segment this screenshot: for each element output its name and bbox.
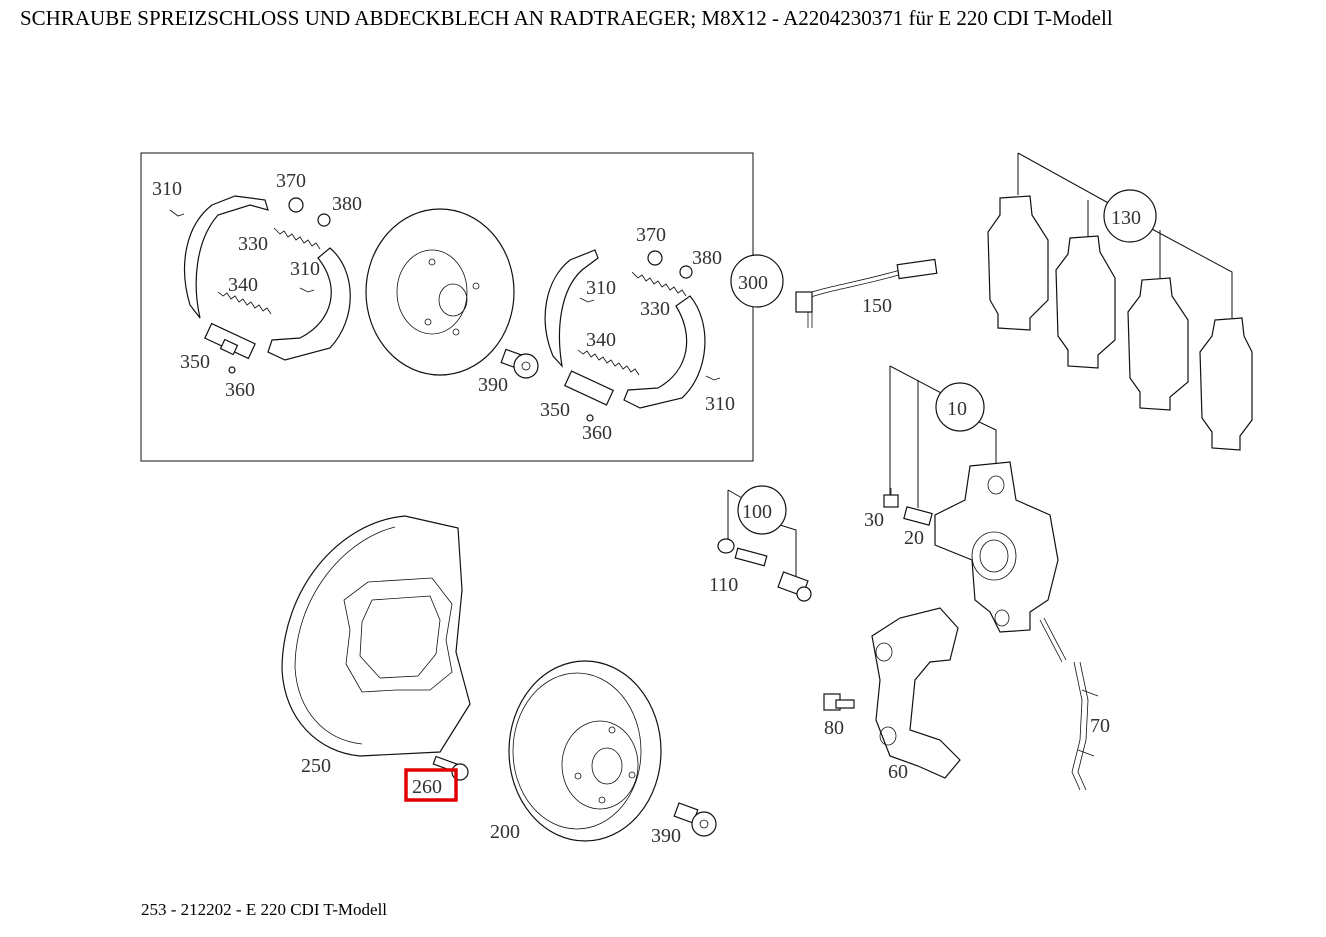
guide-pin-kit-110[interactable]: [717, 538, 812, 602]
spring-clip-70[interactable]: [1071, 661, 1099, 791]
part-label-370[interactable]: 370: [636, 224, 666, 246]
part-label-200[interactable]: 200: [490, 821, 520, 843]
brake-caliper-10[interactable]: [934, 461, 1059, 633]
part-label-370[interactable]: 370: [276, 170, 306, 192]
spring-340-left[interactable]: [217, 291, 272, 315]
footer-model-info: 253 - 212202 - E 220 CDI T-Modell: [141, 900, 388, 919]
part-label-310[interactable]: 310: [586, 277, 616, 299]
part-label-260-highlighted[interactable]: 260: [412, 776, 442, 798]
part-label-380[interactable]: 380: [332, 193, 362, 215]
adjuster-350-right[interactable]: [563, 370, 615, 406]
callout-label-130[interactable]: 130: [1111, 207, 1141, 229]
part-label-330[interactable]: 330: [238, 233, 268, 255]
part-label-380[interactable]: 380: [692, 247, 722, 269]
part-label-80[interactable]: 80: [824, 717, 844, 739]
part-label-360[interactable]: 360: [582, 422, 612, 444]
adjuster-350-left[interactable]: [204, 322, 256, 360]
brake-line-sensor: [1039, 617, 1067, 663]
highlight-box-260: [404, 768, 458, 802]
brake-pad-4[interactable]: [1199, 317, 1253, 451]
brake-shoe-right[interactable]: [544, 249, 706, 409]
part-label-330[interactable]: 330: [640, 298, 670, 320]
screw-390-bottom[interactable]: [673, 802, 717, 837]
brake-shoe-left[interactable]: [184, 195, 351, 361]
part-label-70[interactable]: 70: [1090, 715, 1110, 737]
pin-kit-bracket-lines-100: [727, 489, 797, 578]
bleeder-screw-30[interactable]: [883, 488, 899, 508]
dust-shield-250[interactable]: [281, 515, 471, 757]
brake-pad-2[interactable]: [1055, 235, 1116, 369]
caliper-bracket-lines-10: [889, 365, 997, 508]
callout-circle-130: [1103, 189, 1157, 243]
callout-label-100[interactable]: 100: [742, 501, 772, 523]
brake-disc-200[interactable]: [508, 660, 662, 842]
part-label-390[interactable]: 390: [651, 825, 681, 847]
part-label-60[interactable]: 60: [888, 761, 908, 783]
small-parts-right[interactable]: [579, 250, 721, 422]
spring-330-right[interactable]: [631, 271, 687, 297]
part-label-310[interactable]: 310: [705, 393, 735, 415]
bolt-80[interactable]: [823, 693, 855, 711]
part-label-350[interactable]: 350: [180, 351, 210, 373]
small-parts-left[interactable]: [169, 197, 331, 374]
part-label-250[interactable]: 250: [301, 755, 331, 777]
page-title: SCHRAUBE SPREIZSCHLOSS UND ABDECKBLECH A…: [20, 6, 1113, 30]
caliper-carrier-60[interactable]: [871, 607, 961, 779]
part-label-30[interactable]: 30: [864, 509, 884, 531]
pad-bracket-lines-130: [1017, 152, 1233, 318]
callout-circle-100: [737, 485, 787, 535]
part-label-150[interactable]: 150: [862, 295, 892, 317]
brake-pad-1[interactable]: [987, 195, 1049, 331]
screw-260[interactable]: [432, 755, 469, 781]
screw-390-top[interactable]: [500, 348, 539, 379]
part-label-340[interactable]: 340: [228, 274, 258, 296]
part-label-310[interactable]: 310: [152, 178, 182, 200]
callout-circle-300: [730, 254, 784, 308]
inset-brake-disc[interactable]: [365, 208, 515, 376]
guide-pin-20[interactable]: [903, 506, 933, 526]
spring-330-left[interactable]: [273, 227, 321, 250]
callout-label-10[interactable]: 10: [947, 398, 967, 420]
brake-pad-3[interactable]: [1127, 277, 1189, 411]
part-label-390[interactable]: 390: [478, 374, 508, 396]
part-label-310[interactable]: 310: [290, 258, 320, 280]
part-label-340[interactable]: 340: [586, 329, 616, 351]
callout-circle-10: [935, 382, 985, 432]
part-label-360[interactable]: 360: [225, 379, 255, 401]
part-label-20[interactable]: 20: [904, 527, 924, 549]
spring-340-right[interactable]: [577, 349, 640, 376]
part-label-350[interactable]: 350: [540, 399, 570, 421]
wear-sensor-150[interactable]: [795, 258, 938, 328]
part-label-110[interactable]: 110: [709, 574, 738, 596]
callout-label-300[interactable]: 300: [738, 272, 768, 294]
